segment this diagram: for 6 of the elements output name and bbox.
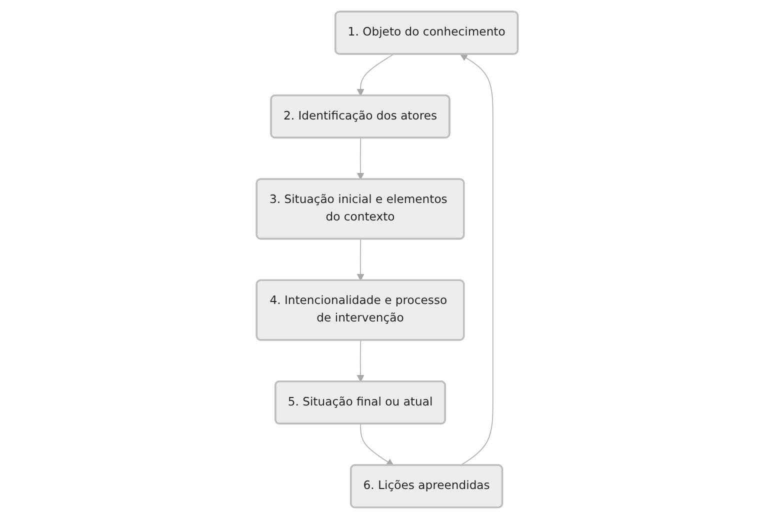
arrow (357, 54, 394, 96)
arrow (357, 340, 364, 382)
arrow (460, 54, 494, 466)
arrow (357, 238, 364, 281)
arrow (360, 424, 394, 466)
arrow (357, 138, 364, 180)
